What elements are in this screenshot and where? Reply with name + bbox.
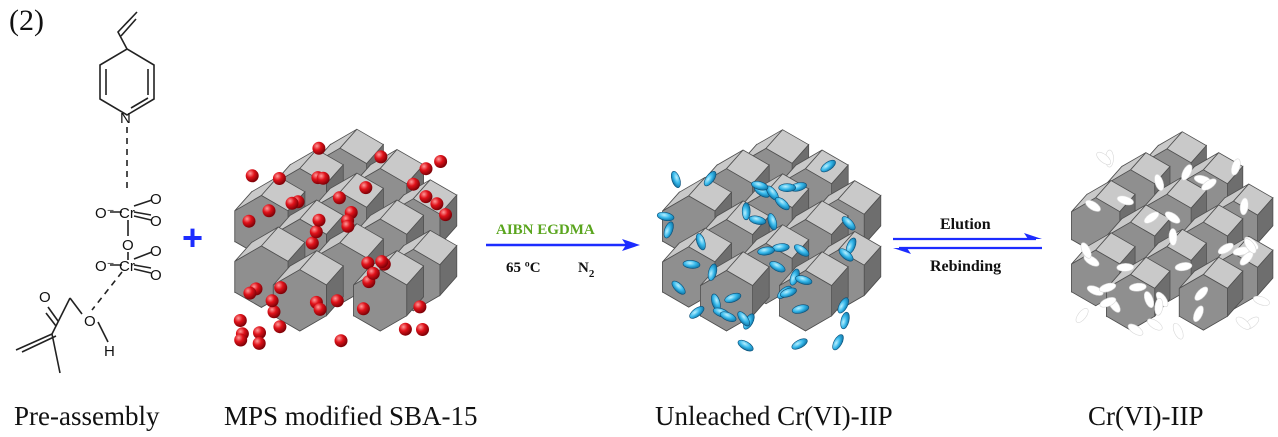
panel-label: (2) xyxy=(9,4,44,37)
pre-assembly-structure xyxy=(15,11,155,374)
unleached-iip-block-icon xyxy=(656,129,882,352)
svg-text:N2: N2 xyxy=(578,260,595,280)
pyridine-ring xyxy=(99,48,155,116)
atom-cr-2: Cr xyxy=(119,258,135,275)
atom-o-anion-1: O⁻ xyxy=(95,205,115,222)
atmosphere-subscript: 2 xyxy=(589,268,595,280)
sba15-block-icon xyxy=(233,128,458,350)
reaction-arrow: AIBN EGDMA 65 ºC N2 xyxy=(486,222,640,280)
atom-cr-1: Cr xyxy=(119,205,135,222)
rebinding-label: Rebinding xyxy=(930,258,1001,275)
atom-o-oxo-1: O xyxy=(150,191,162,208)
vinyl-double-bond xyxy=(120,18,137,37)
atom-o-anion-2: O⁻ xyxy=(95,258,115,275)
caption-iip: Cr(VI)-IIP xyxy=(1088,401,1204,431)
scheme-figure: N O⁻ Cr O O O O⁻ Cr O O O O H + AIBN EGD… xyxy=(15,11,1274,374)
atom-o-bridge: O xyxy=(122,237,134,254)
plus-sign: + xyxy=(182,217,203,258)
pre-assembly-labels: N O⁻ Cr O O O O⁻ Cr O O O O H xyxy=(39,110,162,360)
equilibrium-arrow: Elution Rebinding xyxy=(893,216,1042,275)
reagent-label: AIBN EGDMA xyxy=(496,222,595,238)
cr-o-bonds xyxy=(110,199,153,274)
caption-pre-assembly: Pre-assembly xyxy=(14,401,160,431)
temperature-label: 65 ºC xyxy=(506,260,541,276)
oh-bond xyxy=(97,321,109,343)
elution-label: Elution xyxy=(940,216,991,233)
atom-o-hydroxyl: O xyxy=(84,313,96,330)
iip-block-icon xyxy=(1070,131,1274,340)
atom-o-carbonyl: O xyxy=(39,289,51,306)
atom-o-oxo-4: O xyxy=(150,267,162,284)
pyridine-inner-bond xyxy=(105,69,149,109)
caption-unleached-iip: Unleached Cr(VI)-IIP xyxy=(655,401,893,431)
oh-cr-hbond xyxy=(91,271,123,311)
caption-sba15: MPS modified SBA-15 xyxy=(224,401,478,431)
atom-n: N xyxy=(120,110,131,127)
vinyl-bond xyxy=(117,11,138,50)
atom-o-oxo-3: O xyxy=(150,243,162,260)
atom-o-oxo-2: O xyxy=(150,213,162,230)
atmosphere-label: N xyxy=(578,260,589,276)
methacrylic-bonds xyxy=(15,297,83,374)
carbonyl-bond xyxy=(45,306,59,327)
atom-h: H xyxy=(104,343,115,360)
